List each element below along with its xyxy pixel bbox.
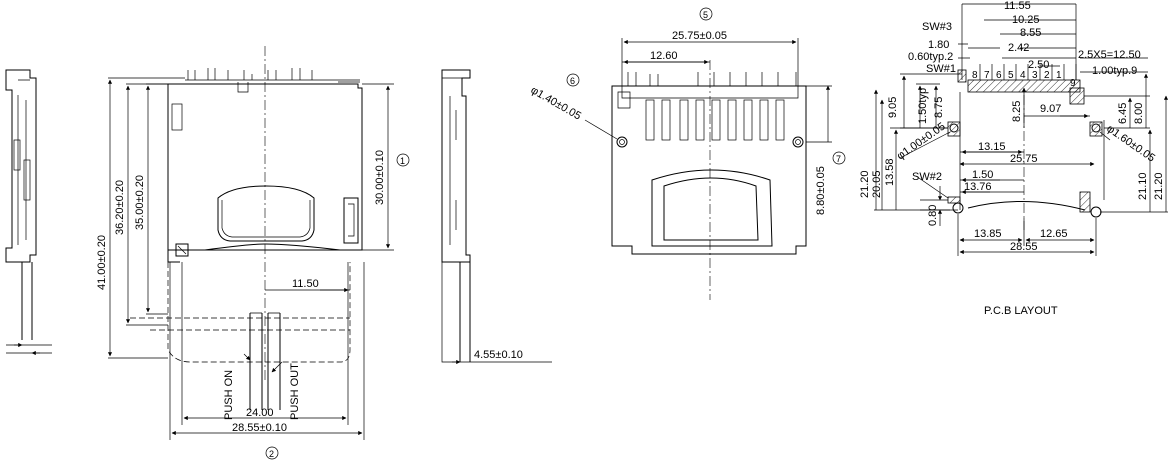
dim-2-5x5: 2.5X5=12.50 [1078, 49, 1141, 61]
dim-20-05: 20.05 [871, 170, 883, 198]
front-view [107, 46, 394, 440]
dim-8-55: 8.55 [1020, 27, 1041, 39]
dim-12-65: 12.65 [1040, 228, 1068, 240]
switch-label-sw3: SW#3 [922, 21, 952, 33]
dim-9-05: 9.05 [887, 97, 899, 118]
dim-30: 30.00±0.10 [374, 150, 386, 205]
dim-phi-1-00: φ1.00±0.05 [895, 121, 948, 163]
callout-7-label: 7 [836, 154, 841, 164]
dim-25-75-top: 25.75±0.05 [672, 30, 727, 42]
dim-10-25: 10.25 [1012, 14, 1040, 26]
dim-8-25: 8.25 [1011, 101, 1023, 122]
dim-25-75-pcb: 25.75 [1010, 153, 1038, 165]
callout-1: 1 [396, 153, 410, 167]
dim-phi-1-40: φ1.40±0.05 [529, 84, 583, 122]
label-push-on: PUSH ON [223, 370, 235, 420]
dim-8-75: 8.75 [933, 97, 945, 118]
callout-7: 7 [832, 151, 846, 165]
pcb-layout-title: P.C.B LAYOUT [984, 305, 1058, 317]
dim-4-55: 4.55±0.10 [474, 349, 523, 361]
callout-1-label: 1 [400, 156, 405, 166]
dim-6-45: 6.45 [1117, 103, 1129, 124]
dim-28-55-front: 28.55±0.10 [232, 422, 287, 434]
pin-number: 6 [996, 70, 1002, 81]
pcb-dimension-labels: 11.55 10.25 8.55 1.80 2.42 0.60typ.2 2.5… [859, 0, 1165, 253]
dim-2-50: 2.50 [1028, 59, 1049, 71]
callout-2-label: 2 [269, 449, 274, 459]
switch-label-sw2: SW#2 [912, 171, 942, 183]
dim-0-80: 0.80 [927, 205, 939, 226]
dim-1-80: 1.80 [928, 39, 949, 51]
dim-24: 24.00 [246, 407, 274, 419]
callout-6: 6 [566, 73, 580, 87]
dim-12-60: 12.60 [650, 50, 678, 62]
dim-21-10: 21.10 [1137, 172, 1149, 200]
side-view-left [5, 69, 52, 356]
dim-8-00: 8.00 [1133, 103, 1145, 124]
dim-35: 35.00±0.20 [134, 175, 146, 230]
dim-28-55-pcb: 28.55 [1010, 241, 1038, 253]
pin-number: 1 [1056, 70, 1062, 81]
pin-number: 7 [984, 70, 990, 81]
side-view-middle [441, 69, 552, 365]
pin-number-row: 8 7 6 5 4 3 2 1 9 [972, 70, 1076, 89]
pcb-layout [873, 3, 1169, 256]
dim-41: 41.00±0.20 [96, 235, 108, 290]
pin-number: 5 [1008, 70, 1014, 81]
dim-11-55: 11.55 [1004, 0, 1031, 12]
callout-5: 5 [699, 7, 713, 21]
dim-8-80: 8.80±0.05 [815, 166, 827, 215]
dim-1-50typ: 1.50typ [917, 88, 929, 124]
pin-number: 9 [1070, 78, 1076, 89]
dim-21-20-left: 21.20 [859, 170, 871, 198]
dim-1-50: 1.50 [972, 169, 993, 181]
dim-13-85: 13.85 [974, 228, 1002, 240]
dim-9-07: 9.07 [1040, 103, 1061, 115]
dim-0-60: 0.60typ.2 [908, 51, 953, 63]
switch-label-sw1: SW#1 [926, 63, 956, 75]
top-view [584, 38, 832, 300]
label-push-out: PUSH OUT [289, 363, 301, 420]
dim-13-58: 13.58 [884, 158, 896, 186]
pin-number: 8 [972, 70, 978, 81]
pin-number: 4 [1020, 70, 1026, 81]
dim-36-20: 36.20±0.20 [114, 180, 126, 235]
dim-11-50: 11.50 [292, 278, 319, 290]
dim-2-42: 2.42 [1008, 42, 1029, 54]
dim-1-00typ: 1.00typ.9 [1092, 65, 1137, 77]
dim-phi-1-60: φ1.60±0.05 [1104, 123, 1157, 165]
pin-number: 2 [1044, 70, 1050, 81]
dim-21-20-right: 21.20 [1153, 172, 1165, 200]
callout-5-label: 5 [703, 10, 708, 20]
callout-6-label: 6 [570, 76, 575, 86]
callout-2: 2 [265, 446, 279, 460]
pin-number: 3 [1032, 70, 1038, 81]
dim-13-15: 13.15 [978, 141, 1006, 153]
dim-13-76: 13.76 [964, 181, 992, 193]
